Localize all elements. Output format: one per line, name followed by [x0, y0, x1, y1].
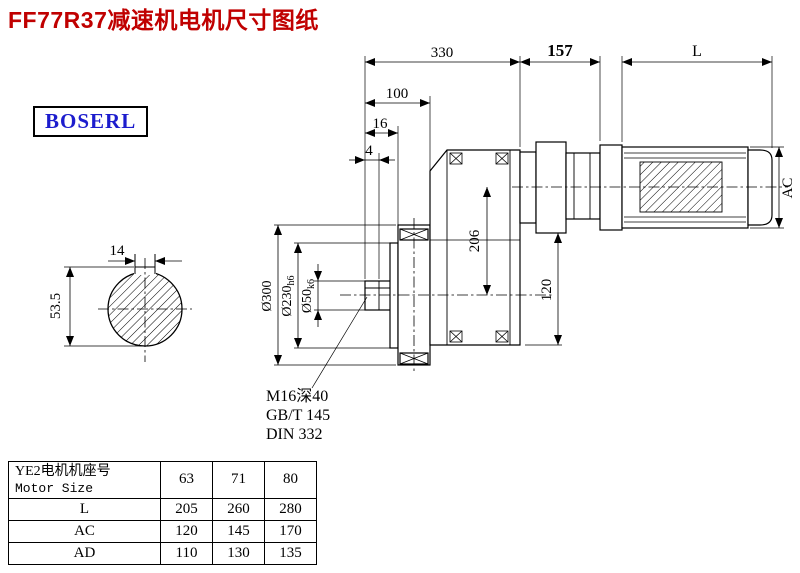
table-size-71: 71 [212, 461, 265, 499]
dim-L-label: L [692, 43, 702, 60]
dim-dia230-value: Ø230 [280, 285, 295, 316]
dim-53-5-label: 53.5 [48, 293, 64, 319]
table-row-AD: AD 110 130 135 [8, 541, 317, 565]
value-L-63: 205 [160, 497, 213, 521]
row-label-AC: AC [8, 519, 161, 543]
dimension-lines [66, 58, 783, 365]
m16-leader-line [311, 296, 368, 389]
boserl-logo: BOSERL [33, 106, 149, 137]
value-AC-80: 170 [264, 519, 317, 543]
dim-16-label: 16 [373, 116, 389, 132]
adapter-ring-1 [519, 151, 537, 224]
table-header-motor-size: YE2电机机座号 Motor Size [8, 461, 161, 499]
housing-bolts [449, 152, 509, 343]
row-label-L: L [8, 497, 161, 521]
dim-dia50-value: Ø50 [300, 289, 315, 313]
page-title: FF77R37减速机电机尺寸图纸 [8, 7, 319, 33]
dim-330-label: 330 [431, 45, 454, 61]
adapter-ring-3 [565, 152, 601, 220]
dim-dia230-tolerance: h6 [286, 275, 297, 285]
dim-120-label: 120 [539, 279, 555, 302]
table-row-L: L 205 260 280 [8, 497, 317, 521]
table-header-row: YE2电机机座号 Motor Size 63 71 80 [8, 461, 317, 499]
value-AD-63: 110 [160, 541, 213, 565]
dim-4-label: 4 [365, 143, 373, 159]
dim-206-label: 206 [467, 229, 483, 252]
table-size-63: 63 [160, 461, 213, 499]
value-L-71: 260 [212, 497, 265, 521]
table-header-cn: YE2电机机座号 [15, 464, 111, 479]
dimension-labels: 330 157 L 100 16 4 AC 206 120 Ø300 Ø230h… [48, 41, 796, 443]
value-AC-71: 145 [212, 519, 265, 543]
motor-fins [624, 152, 746, 223]
main-view-gearbox-motor [364, 141, 773, 366]
motor-size-table: YE2电机机座号 Motor Size 63 71 80 L 205 260 2… [8, 461, 317, 565]
value-AD-80: 135 [264, 541, 317, 565]
flange-spigot [389, 242, 399, 349]
dim-dia300-label: Ø300 [260, 280, 275, 311]
dim-dia230-label: Ø230h6 [280, 275, 297, 316]
center-lines [98, 186, 788, 372]
dim-100-label: 100 [386, 86, 409, 102]
table-header-en: Motor Size [15, 480, 94, 496]
adapter-ring-2 [535, 141, 567, 234]
note-m16-label: M16深40 [266, 387, 328, 405]
fan-cover [747, 149, 773, 226]
value-L-80: 280 [264, 497, 317, 521]
motor-flange [599, 144, 623, 231]
note-din332-label: DIN 332 [266, 426, 322, 443]
value-AC-63: 120 [160, 519, 213, 543]
note-gbt145-label: GB/T 145 [266, 407, 330, 424]
row-label-AD: AD [8, 541, 161, 565]
dim-dia50-tolerance: k6 [306, 279, 317, 289]
dim-dia50-label: Ø50k6 [300, 279, 317, 313]
dim-157-label: 157 [547, 41, 573, 60]
table-size-80: 80 [264, 461, 317, 499]
dim-AC-label: AC [780, 178, 796, 199]
value-AD-71: 130 [212, 541, 265, 565]
dim-14-label: 14 [110, 243, 126, 259]
table-row-AC: AC 120 145 170 [8, 519, 317, 543]
extension-lines [64, 56, 784, 389]
